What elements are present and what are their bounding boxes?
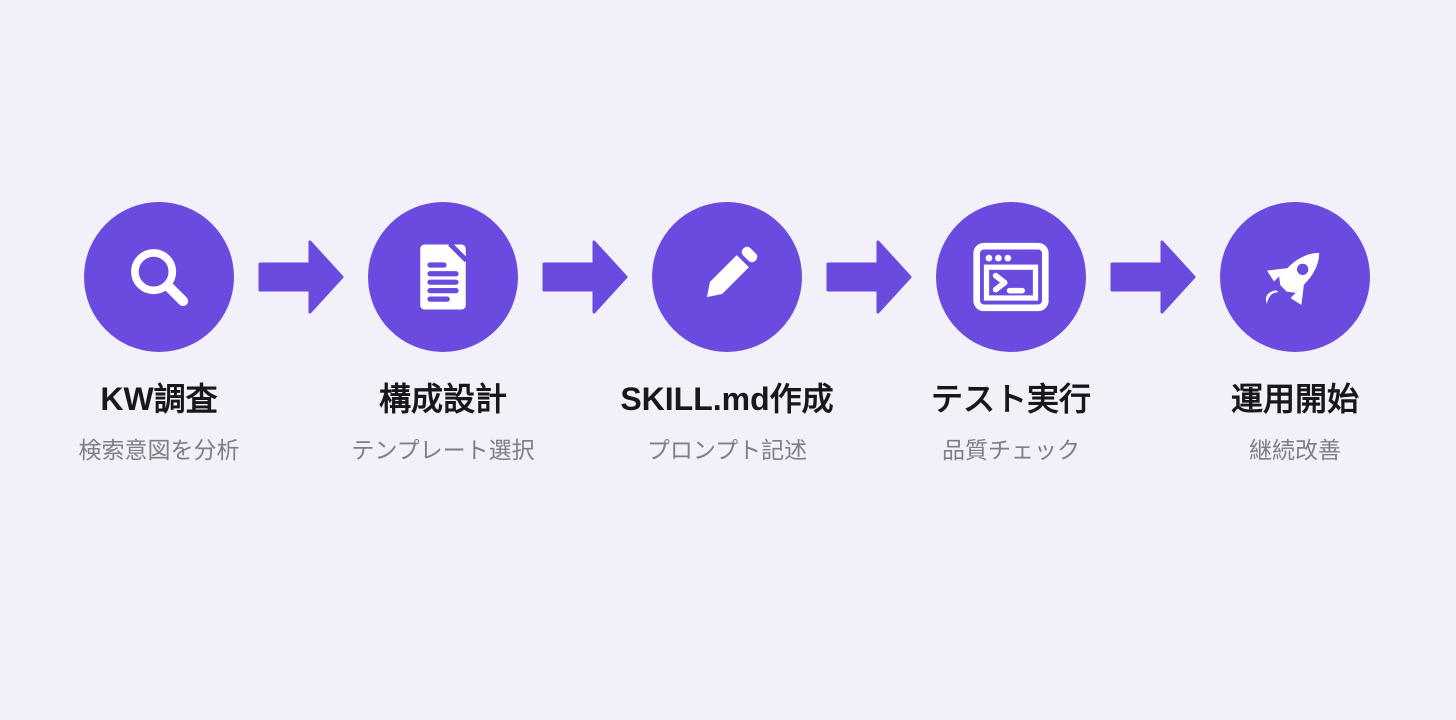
rocket-icon: [1250, 232, 1340, 322]
step-title: 構成設計: [378, 381, 507, 417]
step-title: テスト実行: [930, 381, 1091, 417]
step-title: SKILL.md作成: [620, 381, 834, 417]
step-circle: [936, 202, 1086, 352]
step-title: KW調査: [100, 381, 218, 417]
step-subtitle: 品質チェック: [942, 437, 1080, 463]
step-circle: [1220, 202, 1370, 352]
terminal-icon: [969, 238, 1053, 316]
step-circle: [84, 202, 234, 352]
step-test-execution: テスト実行 品質チェック: [861, 202, 1161, 465]
step-title: 運用開始: [1230, 381, 1359, 417]
step-subtitle: 検索意図を分析: [78, 437, 240, 463]
step-operation-start: 運用開始 継続改善: [1145, 202, 1445, 465]
document-icon: [404, 238, 482, 316]
step-structure-design: 構成設計 テンプレート選択: [293, 202, 593, 465]
arrow-right-icon: [826, 238, 912, 321]
step-subtitle: プロンプト記述: [646, 437, 808, 463]
step-skillmd-creation: SKILL.md作成 プロンプト記述: [577, 202, 877, 465]
step-circle: [368, 202, 518, 352]
step-subtitle: テンプレート選択: [351, 437, 535, 463]
arrow-right-icon: [1110, 238, 1196, 321]
step-kw-research: KW調査 検索意図を分析: [9, 202, 309, 465]
pencil-icon: [684, 234, 770, 320]
search-icon: [121, 239, 197, 315]
arrow-right-icon: [542, 238, 628, 321]
arrow-right-icon: [258, 238, 344, 321]
step-circle: [652, 202, 802, 352]
step-subtitle: 継続改善: [1249, 437, 1341, 463]
